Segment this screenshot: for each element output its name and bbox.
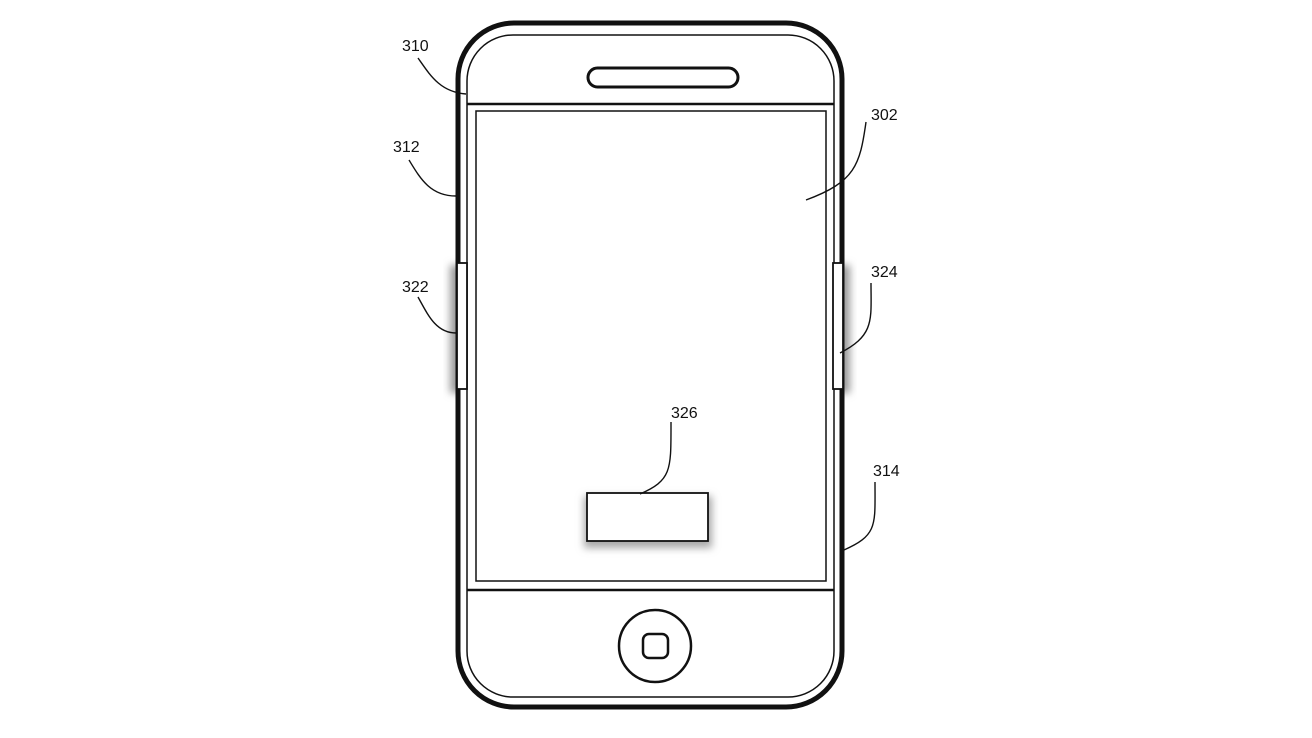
leader-314 <box>843 481 876 551</box>
ref-label-324: 324 <box>871 264 898 281</box>
ref-label-326: 326 <box>671 405 698 422</box>
on-screen-element <box>586 492 709 542</box>
leader-324 <box>839 282 872 354</box>
ref-label-322: 322 <box>402 279 429 296</box>
leader-322 <box>417 296 457 334</box>
display-screen <box>475 110 827 582</box>
speaker-slot <box>586 66 740 89</box>
device-housing <box>455 20 845 710</box>
right-side-button <box>832 262 844 390</box>
home-button <box>617 608 693 684</box>
ref-label-312: 312 <box>393 139 420 156</box>
ref-label-314: 314 <box>873 463 900 480</box>
home-button-square-icon <box>641 632 670 660</box>
leader-302 <box>805 121 867 201</box>
leader-310 <box>417 57 467 95</box>
ref-label-302: 302 <box>871 107 898 124</box>
leader-326 <box>639 421 672 495</box>
left-side-button <box>456 262 468 390</box>
ref-label-310: 310 <box>402 38 429 55</box>
leader-312 <box>408 159 457 197</box>
